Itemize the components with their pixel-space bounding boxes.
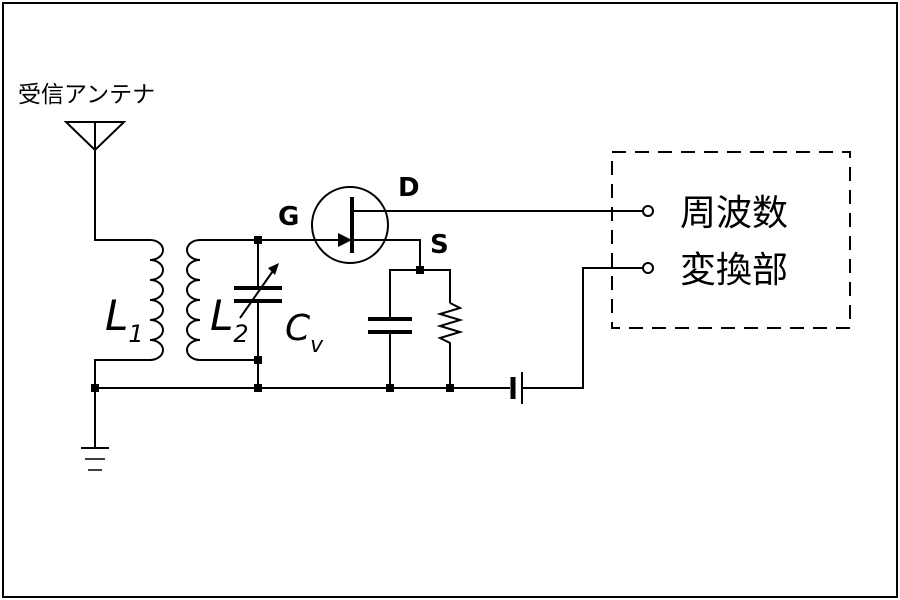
- cv-subscript: v: [310, 333, 324, 358]
- l1-letter: L: [105, 291, 128, 340]
- gate-label: G: [278, 202, 299, 232]
- variable-arrow-icon: [239, 263, 279, 319]
- l2-letter: L: [210, 291, 233, 340]
- l2-symbol: L2: [210, 291, 249, 348]
- l2-subscript: 2: [233, 320, 248, 348]
- cv-letter: C: [285, 308, 311, 349]
- primary-coil: [149, 239, 164, 361]
- source-resistor: [436, 302, 464, 388]
- converter-label-line2: 変換部: [680, 250, 788, 291]
- jfet-symbol: [311, 186, 389, 264]
- l1-symbol: L1: [105, 291, 144, 348]
- antenna-label: 受信アンテナ: [18, 82, 155, 108]
- antenna-feed-wire: [94, 150, 150, 241]
- junction-dots: [91, 236, 454, 392]
- converter-input-terminal: [642, 205, 654, 217]
- primary-coil-bottom-wire: [94, 359, 150, 388]
- source-label: S: [430, 230, 449, 260]
- converter-label-line1: 周波数: [680, 193, 788, 234]
- source-wire: [384, 239, 421, 270]
- frequency-converter-box: [611, 151, 851, 329]
- earth-ground-icon: [81, 388, 109, 471]
- cv-symbol: Cv: [285, 308, 324, 358]
- battery-return-wire: [522, 267, 643, 389]
- secondary-coil: [186, 239, 201, 361]
- converter-ground-terminal: [642, 262, 654, 274]
- drain-label: D: [398, 173, 420, 203]
- antenna-symbol: [63, 121, 127, 152]
- l1-subscript: 1: [128, 320, 143, 348]
